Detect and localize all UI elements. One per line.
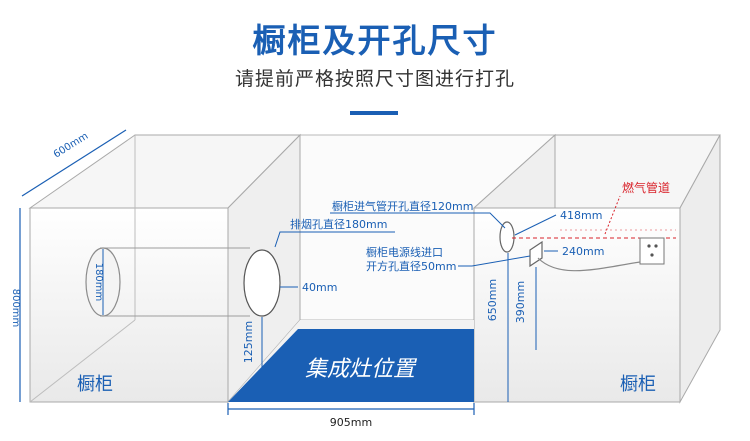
gas-inlet-hole: [499, 221, 515, 253]
right-cabinet-label: 橱柜: [620, 374, 656, 395]
duct-hole-note: 排烟孔直径180mm: [290, 217, 387, 231]
gas-pipe-label: 燃气管道: [622, 180, 670, 195]
height-label: 800mm: [10, 289, 21, 328]
duct-height-label: 125mm: [242, 321, 255, 363]
gas-offset-label: 418mm: [560, 209, 602, 222]
gas-hole-note: 橱柜进气管开孔直径120mm: [332, 199, 473, 213]
duct-offset-label: 40mm: [302, 281, 337, 294]
page-subtitle: 请提前严格按照尺寸图进行打孔: [234, 68, 515, 90]
stove-label: 集成灶位置: [305, 357, 418, 382]
power-cable: [537, 257, 641, 272]
left-cabinet: [28, 133, 302, 404]
gas-height-label: 650mm: [486, 279, 499, 321]
left-cabinet-label: 橱柜: [77, 374, 113, 395]
depth-dimension-line: [21, 129, 127, 197]
smoke-duct-hole: [243, 249, 281, 317]
stove-area: [228, 329, 474, 402]
power-inlet-hole: [529, 240, 543, 268]
power-offset-label: 240mm: [562, 245, 604, 258]
title-underline: [350, 111, 398, 115]
power-height-label: 390mm: [514, 281, 527, 323]
power-note-line2: 开方孔直径50mm: [366, 259, 456, 273]
page-title: 橱柜及开孔尺寸: [252, 21, 498, 60]
power-note-line1: 橱柜电源线进口: [366, 245, 443, 259]
power-outlet: [639, 237, 665, 265]
width-label: 905mm: [330, 416, 372, 429]
duct-diameter-label: 180mm: [93, 263, 104, 302]
